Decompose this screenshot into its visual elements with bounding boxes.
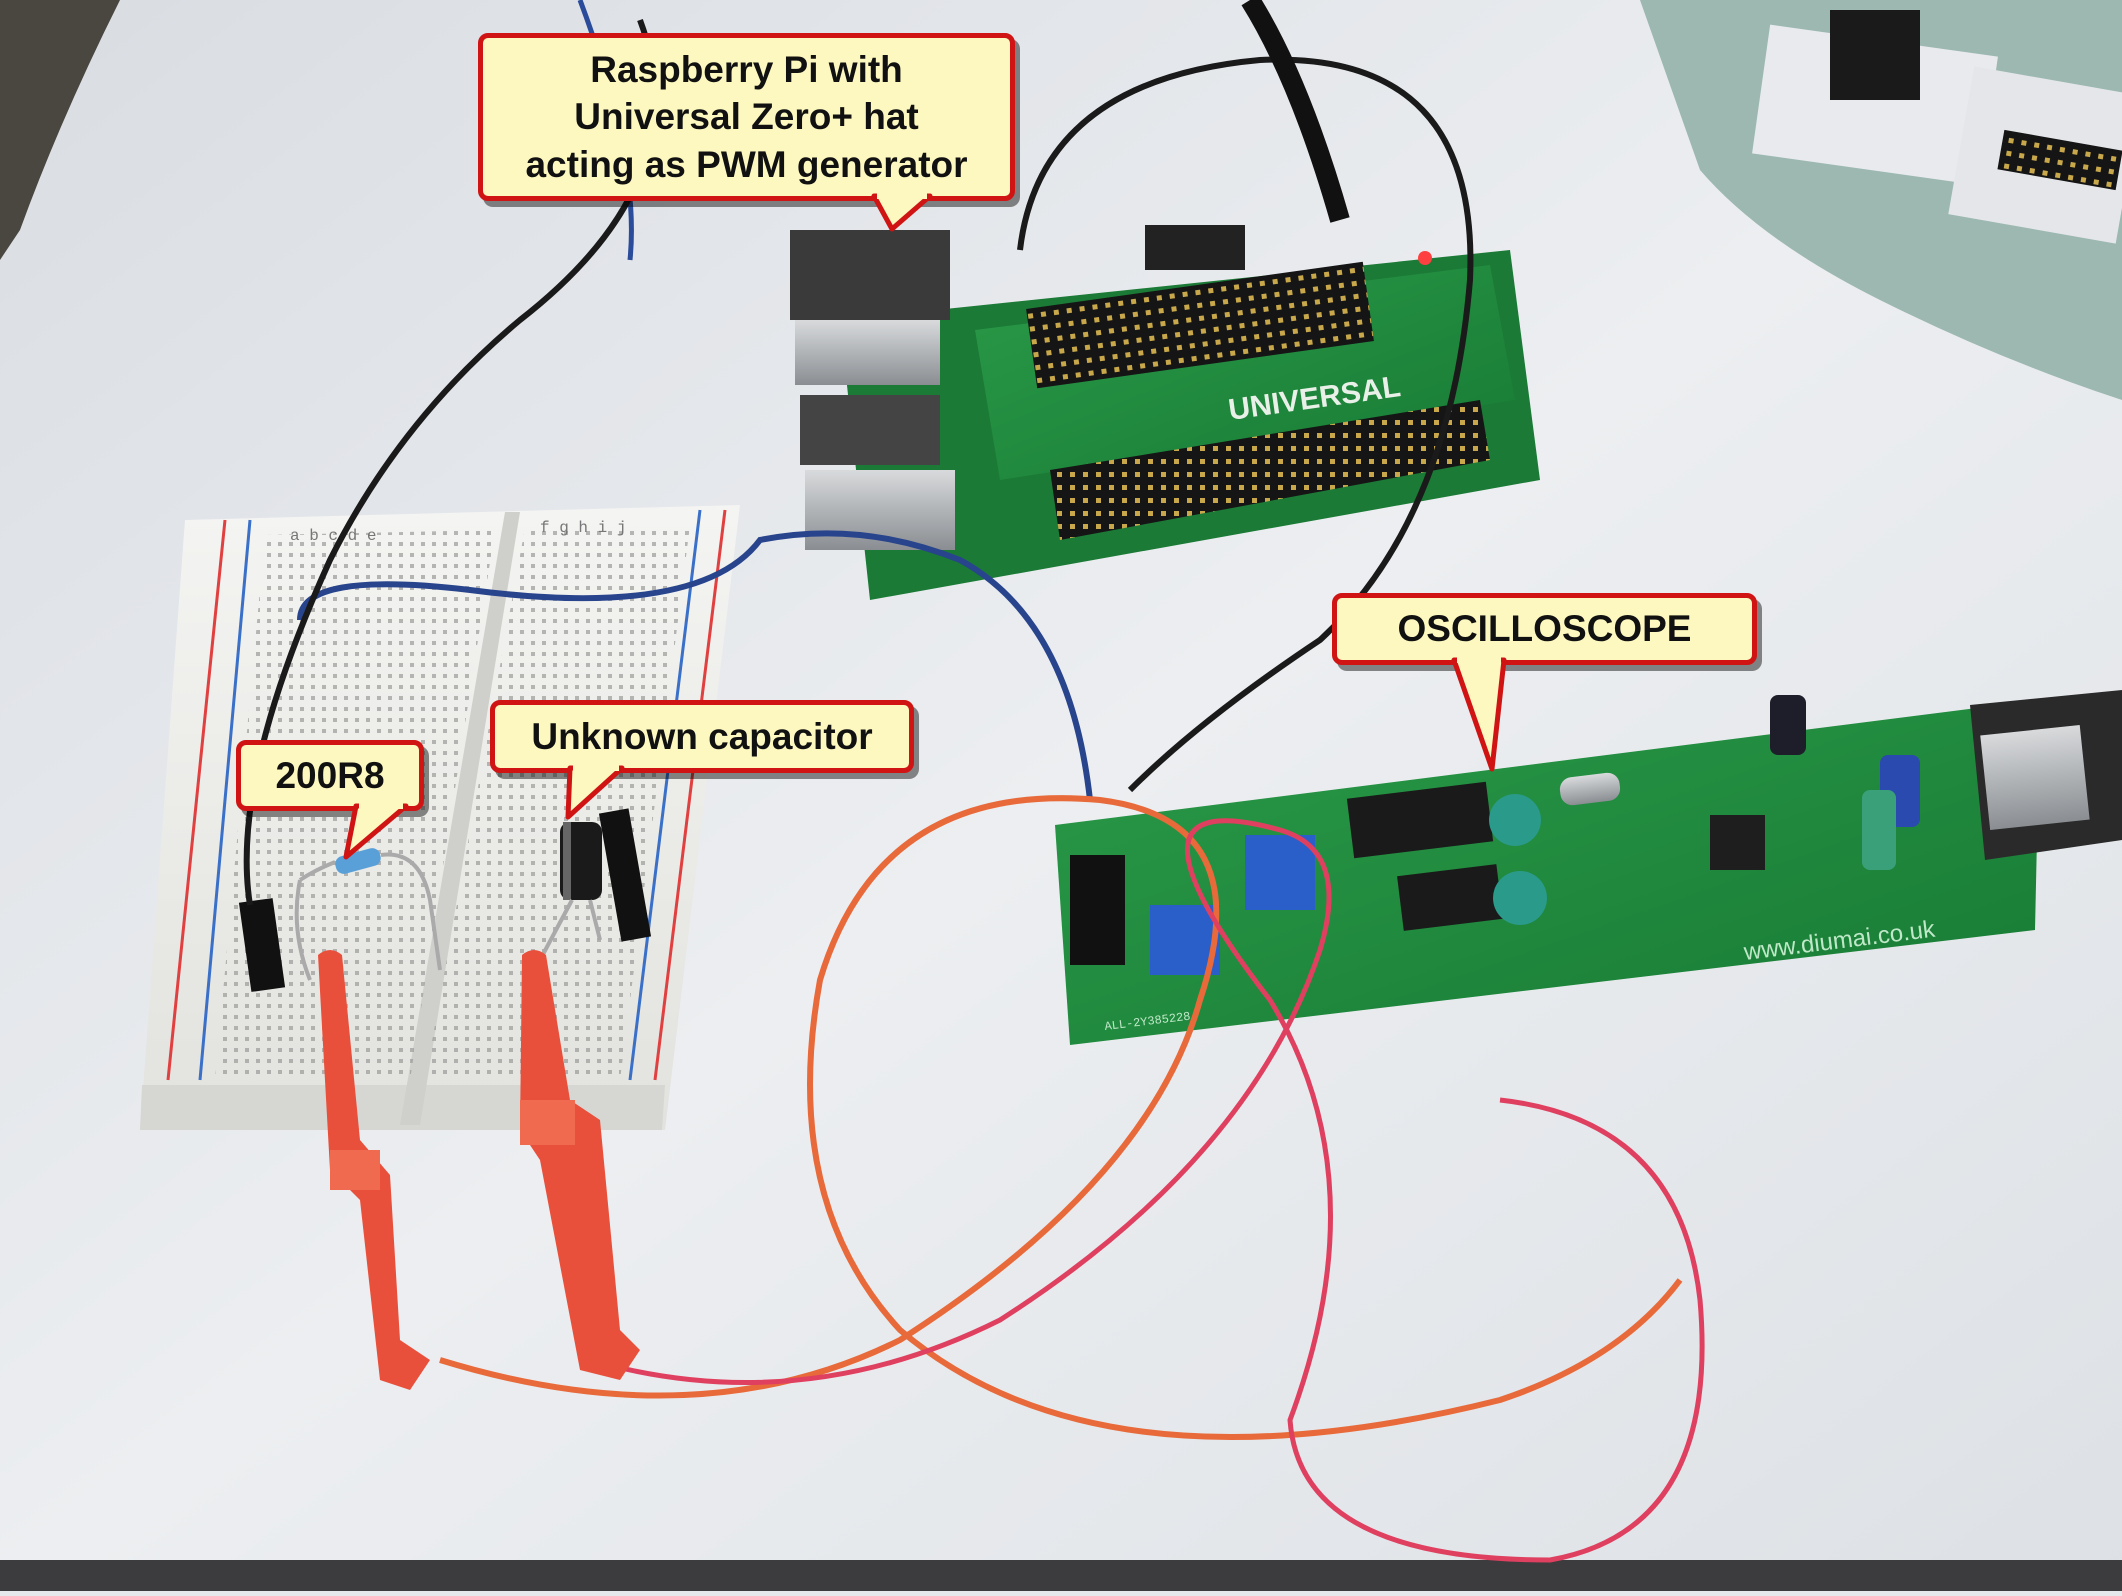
gpio-header [1050,400,1490,540]
callout-oscilloscope: OSCILLOSCOPE [1332,593,1757,665]
cloth-left [0,0,120,260]
raspberry-pi: UNIVERSAL [790,225,1540,600]
table-edge [0,1560,2122,1591]
callout-raspberry-pi-line-3: acting as PWM generator [525,143,968,185]
blue-wire [297,530,1093,801]
bb-cols-left: a b c d e [290,527,376,545]
callout-raspberry-pi-line-1: Raspberry Pi with [590,48,903,90]
black-jumper-end [238,898,286,992]
resistor-200r8 [294,848,442,981]
breadboard: a b c d e f g h i j [140,505,740,1130]
callout-resistor-label: 200R8 [275,754,385,796]
chip [1710,815,1765,870]
black-wire-right [1017,56,1474,793]
red-probe-wire [589,818,1705,1563]
callout-unknown-capacitor: Unknown capacitor [490,700,914,773]
trimmer-2 [1245,835,1315,910]
background-boards [1752,10,2122,244]
callout-raspberry-pi: Raspberry Pi with Universal Zero+ hat ac… [478,33,1015,201]
callout-oscilloscope-pointer [1451,657,1507,772]
orange-probe-wire [439,795,1683,1440]
callout-raspberry-pi-pointer [871,193,933,232]
callout-raspberry-pi-line-2: Universal Zero+ hat [574,96,919,138]
probe-clip-left [318,950,430,1390]
teal-component [1489,794,1541,846]
callout-unknown-capacitor-label: Unknown capacitor [531,715,873,757]
callout-oscilloscope-label: OSCILLOSCOPE [1397,608,1692,650]
bb-cols-right: f g h i j [540,519,626,537]
callout-resistor-pointer [343,803,409,860]
power-cable [1241,0,1350,223]
callout-unknown-capacitor-pointer [565,765,625,820]
oscilloscope-board: www.diumai.co.uk ALL-2Y385228 [1055,690,2122,1045]
power-led [1418,251,1432,265]
probe-clip-right [520,950,640,1380]
unknown-capacitor [538,808,652,961]
callout-resistor: 200R8 [236,740,424,811]
